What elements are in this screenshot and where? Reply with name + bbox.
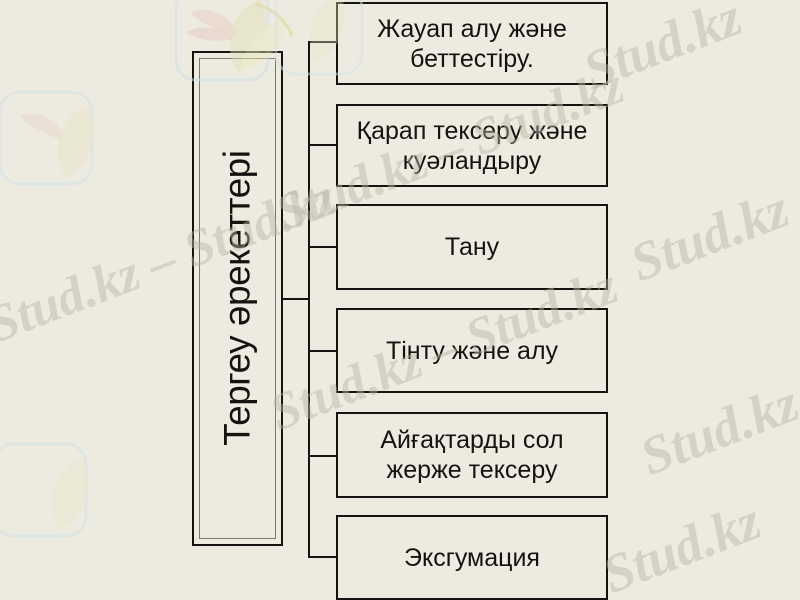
leaf-node-1-label: Жауап алу және беттестіру. xyxy=(377,14,567,73)
watermark-text-bottom-right: Stud.kz xyxy=(594,490,769,600)
leaf-node-1[interactable]: Жауап алу және беттестіру. xyxy=(336,2,608,85)
leaf-connector-6 xyxy=(308,556,338,558)
leaf-node-2-label: Қарап тексеру және куәландыру xyxy=(356,116,588,175)
watermark-text-right-upper: Stud.kz xyxy=(622,178,797,293)
leaf-connector-1 xyxy=(308,41,338,43)
leaf-connector-5 xyxy=(308,455,338,457)
root-connector-stub xyxy=(282,298,310,300)
leaf-node-5[interactable]: Айғақтарды сол жерже тексеру xyxy=(336,412,608,498)
leaf-node-2[interactable]: Қарап тексеру және куәландыру xyxy=(336,104,608,187)
leaf-node-5-label: Айғақтарды сол жерже тексеру xyxy=(380,426,564,484)
root-node-investigative-actions[interactable]: Тергеу әрекеттері xyxy=(192,51,283,546)
leaf-connector-4 xyxy=(308,350,338,352)
leaf-logo-watermark-left xyxy=(0,90,94,186)
watermark-text-right-lower: Stud.kz xyxy=(632,372,800,487)
watermark-text-lower: Stud.kz – Stud.kz xyxy=(0,169,344,355)
leaf-node-3-label: Тану xyxy=(444,233,500,261)
leaf-node-4[interactable]: Тінту және алу xyxy=(336,308,608,393)
leaf-node-6[interactable]: Эксгумация xyxy=(336,515,608,600)
leaf-connector-3 xyxy=(308,246,338,248)
leaf-node-3[interactable]: Тану xyxy=(336,204,608,290)
root-node-label: Тергеу әрекеттері xyxy=(216,150,258,447)
connector-trunk xyxy=(308,41,310,557)
leaf-connector-2 xyxy=(308,144,338,146)
leaf-node-6-label: Эксгумация xyxy=(404,543,540,572)
leaf-logo-watermark-bottom-left xyxy=(0,442,88,538)
leaf-node-4-label: Тінту және алу xyxy=(385,336,559,365)
